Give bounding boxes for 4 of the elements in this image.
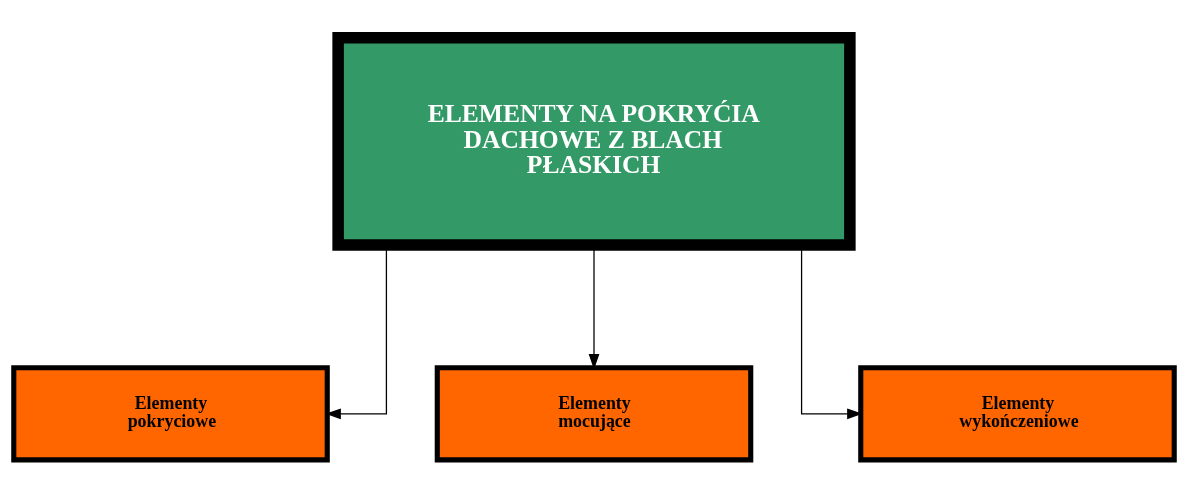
- node-box: Elementy wykończeniowe: [858, 365, 1177, 463]
- node-box: Elementy mocujące: [434, 365, 754, 463]
- node-box: Elementy pokryciowe: [11, 365, 330, 463]
- node-box: ELEMENTY NA POKRYĆIA DACHOWE Z BLACH PŁASKICH: [332, 31, 856, 251]
